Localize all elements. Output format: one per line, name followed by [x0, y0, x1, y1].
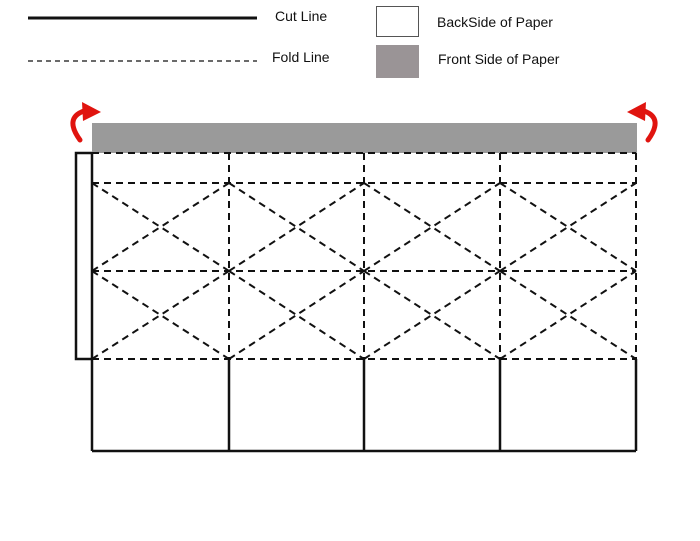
- fold-diagonal-4: [228, 182, 365, 272]
- curved-arrow-icon-left: [70, 102, 101, 143]
- back-side-label: BackSide of Paper: [437, 14, 553, 30]
- fold-diagonal-11: [363, 270, 501, 360]
- fold-lines: [91, 152, 637, 360]
- fold-diagonal-14: [499, 270, 637, 360]
- fold-diagonal-5: [228, 182, 365, 272]
- left-tab-cut: [74, 151, 92, 361]
- fold-diagonal-2: [91, 270, 230, 360]
- fold-diagonal-12: [499, 182, 637, 272]
- fold-diagonal-6: [228, 270, 365, 360]
- back-side-swatch: [376, 6, 419, 37]
- front-side-strip: [92, 123, 637, 153]
- fold-diagonal-1: [91, 182, 230, 272]
- fold-diagonal-9: [363, 182, 501, 272]
- cut-lines: [74, 151, 638, 453]
- fold-diagonal-8: [363, 182, 501, 272]
- fold-diagonal-15: [499, 270, 637, 360]
- front-side-label: Front Side of Paper: [438, 51, 560, 67]
- fold-line-label: Fold Line: [272, 49, 330, 65]
- fold-diagonal-10: [363, 270, 501, 360]
- fold-diagonal-0: [91, 182, 230, 272]
- fold-diagonal-3: [91, 270, 230, 360]
- cut-line-label: Cut Line: [275, 8, 328, 24]
- fold-diagonal-7: [228, 270, 365, 360]
- front-side-swatch: [376, 45, 419, 78]
- curved-arrow-icon-right: [627, 102, 658, 143]
- fold-diagonal-13: [499, 182, 637, 272]
